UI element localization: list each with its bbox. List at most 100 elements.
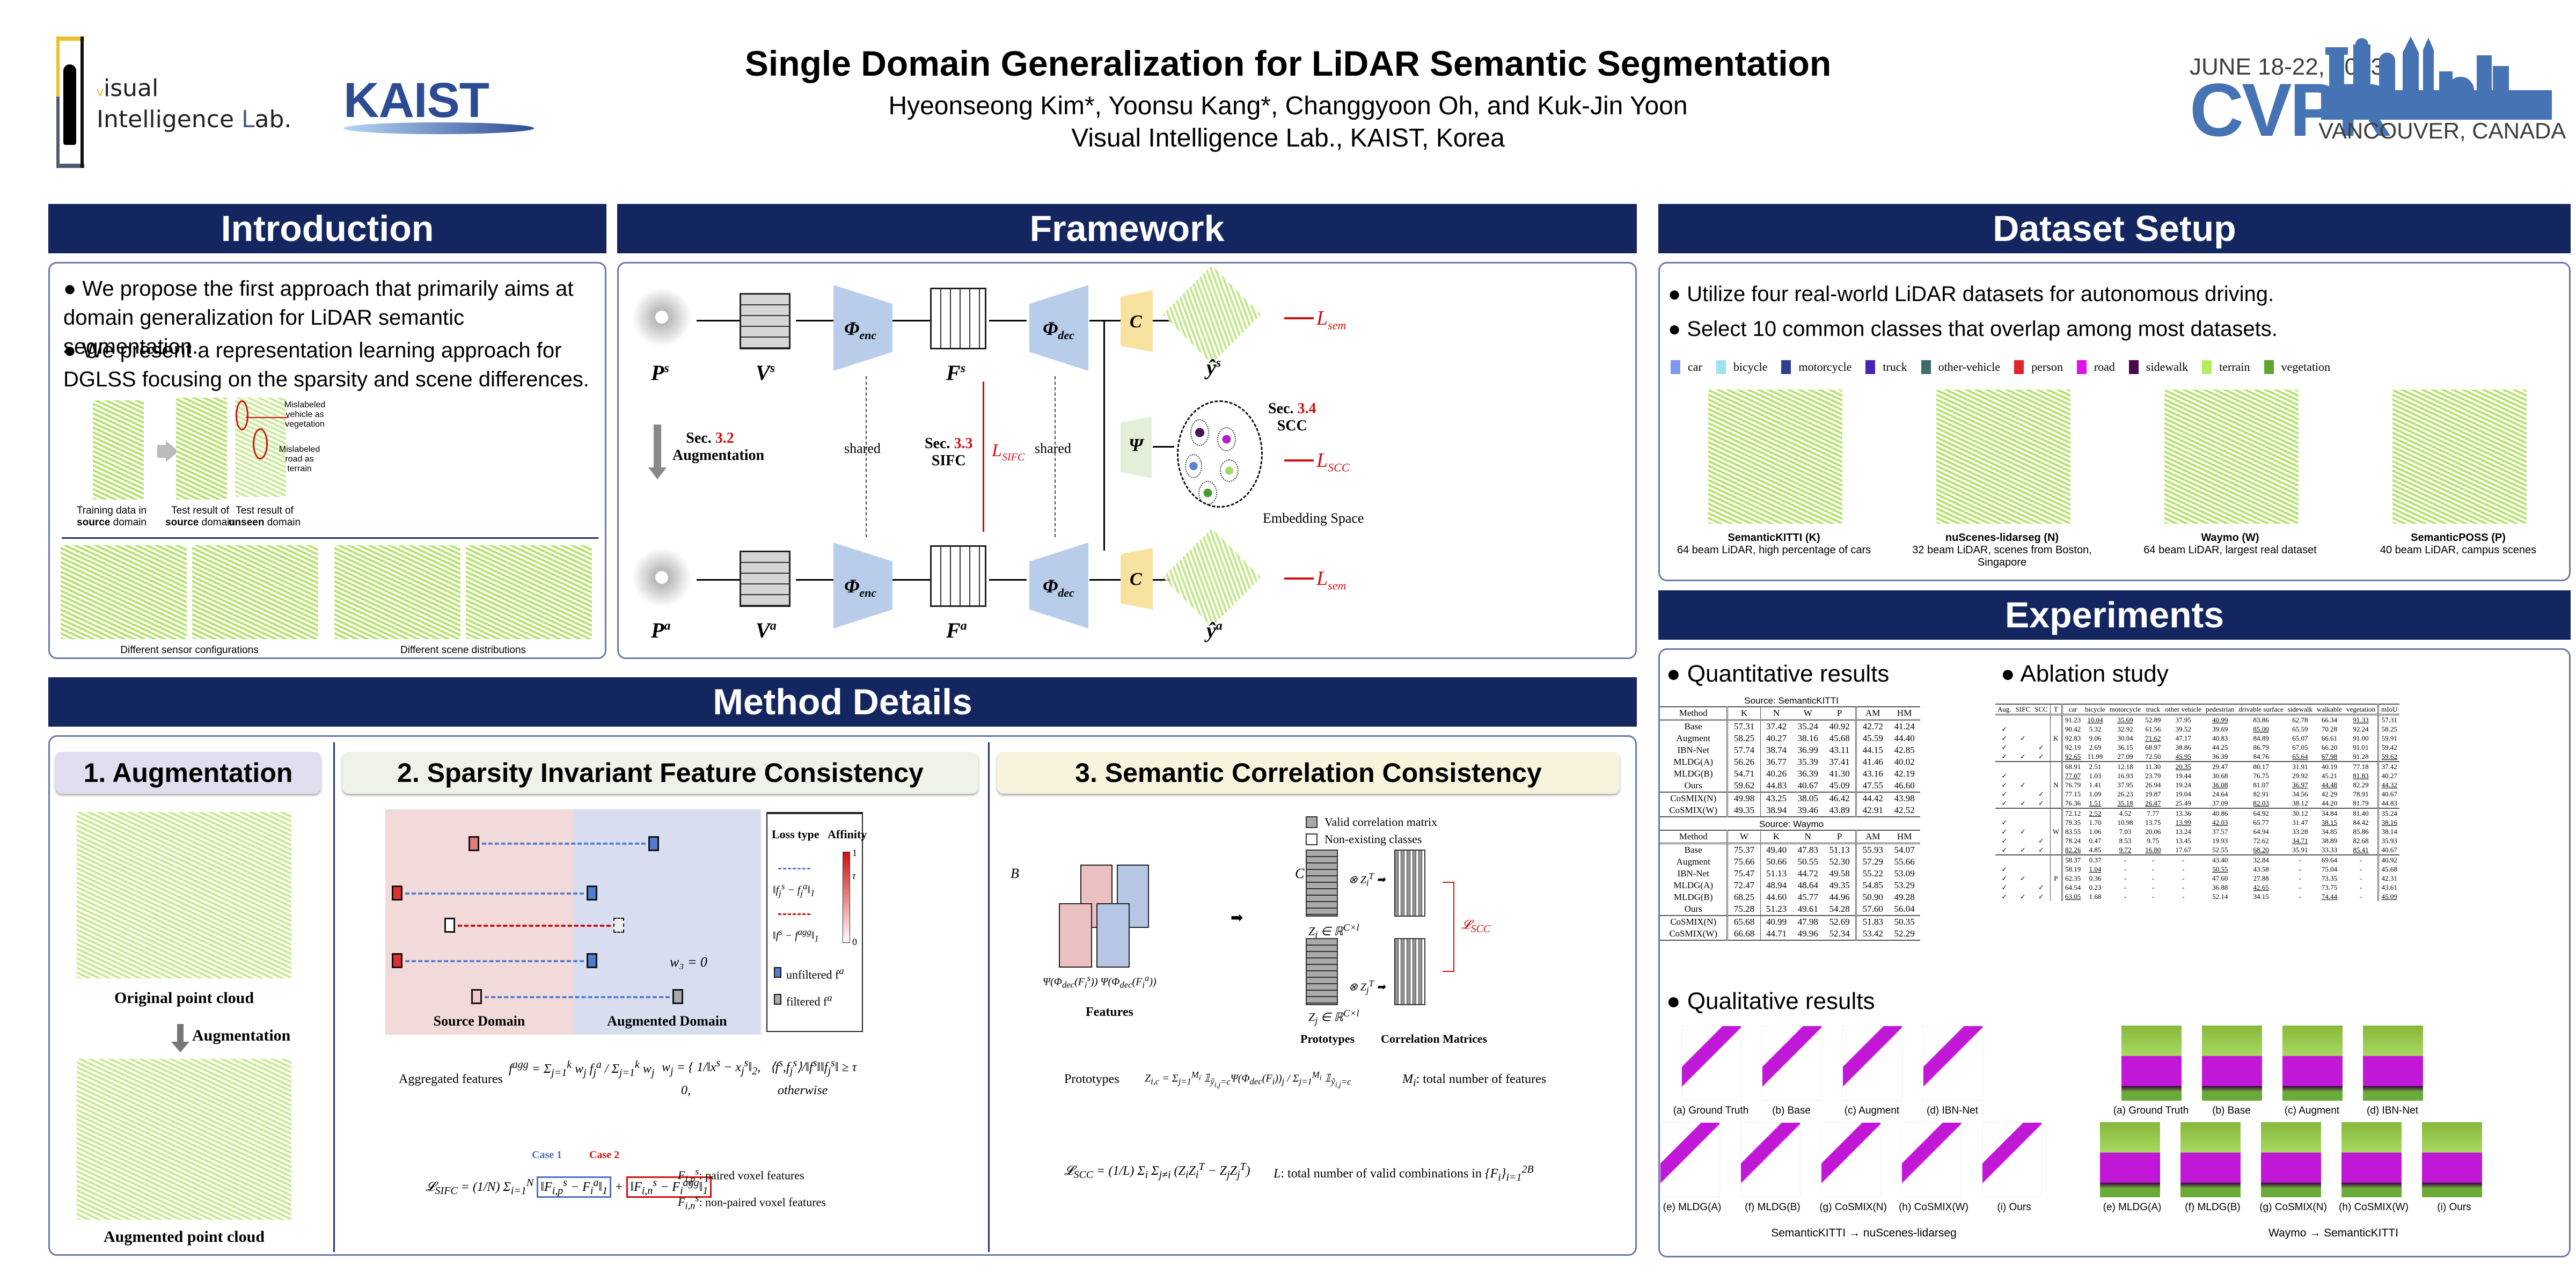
note-text: : paired voxel features	[699, 1168, 804, 1182]
down-arrow-shaft	[177, 1024, 184, 1043]
ablation-value-cell: 4.52	[2107, 808, 2143, 818]
ablation-value-cell: 40.99	[2204, 714, 2237, 724]
ablation-value-cell: -	[2299, 883, 2302, 891]
decoder-label: Φdec	[1043, 317, 1074, 342]
loss-type-label: Loss type	[772, 828, 819, 841]
qualitative-label: (e) MLDG(A)	[1663, 1202, 1722, 1213]
label-text: Sec.	[925, 435, 954, 452]
vil-logo-frame-bottom	[56, 97, 84, 168]
check-cell	[2013, 854, 2033, 865]
ablation-value-cell: 37.95	[2117, 781, 2133, 789]
value-cell: 36.77	[1760, 756, 1792, 768]
value-cell: 75.28	[1726, 903, 1761, 916]
check-cell: ✓	[2001, 725, 2008, 733]
down-arrow-icon	[648, 467, 667, 479]
label-base: L	[1316, 567, 1328, 590]
ablation-value-cell: 2.51	[2083, 761, 2107, 771]
label-base: ŷ	[1206, 618, 1216, 642]
check-cell: ✓	[2038, 892, 2044, 901]
label-base: V	[756, 361, 770, 385]
qualitative-label: (b) Base	[1772, 1105, 1811, 1116]
label-text: Augmentation	[672, 447, 765, 464]
ablation-value-cell: 29.92	[2292, 772, 2308, 780]
value-cell: 50.90	[1855, 891, 1889, 903]
ablation-value-cell: 35.93	[2377, 836, 2400, 845]
legend-text: unfiltered f	[786, 968, 839, 982]
ablation-value-cell: 84.42	[2353, 818, 2369, 826]
value-cell: 56.26	[1726, 756, 1761, 768]
ablation-value-cell: 20.06	[2145, 828, 2161, 836]
zi-label: Zi ∈ ℝC×l	[1308, 922, 1359, 940]
legend-item-vegetation: vegetation	[2264, 360, 2331, 374]
label-base: Φ	[1043, 575, 1058, 597]
method-cell: CoSMIX(N)	[1660, 792, 1728, 804]
qualitative-left: (a) Ground Truth(b) Base(c) Augment(d) I…	[1660, 1026, 2068, 1251]
qualitative-image	[2261, 1122, 2321, 1197]
feature-block-aug-front	[1096, 903, 1130, 968]
feature-formula: Ψ(Φdec(Fis)) Ψ(Φdec(Fia))	[1043, 973, 1157, 990]
ablation-value-cell: 62.78	[2285, 714, 2315, 724]
value-cell: 40.67	[1797, 780, 1818, 791]
check-cell	[2013, 808, 2033, 818]
loss-arrow	[1284, 459, 1314, 462]
mislabel-circle-1	[236, 400, 248, 430]
ablation-value-cell: 20.35	[2163, 761, 2204, 771]
embedding-space	[1177, 400, 1263, 508]
caption-bold: unseen	[228, 517, 265, 528]
ablation-value-cell: 35.24	[2377, 808, 2400, 818]
walking-person-icon	[63, 64, 76, 145]
arrow-line	[697, 320, 740, 321]
ablation-value-cell: 24.64	[2212, 790, 2228, 798]
ablation-value-cell: 58.19	[2061, 865, 2083, 874]
scene-dist-image-1	[334, 545, 460, 639]
ablation-value-cell: 8.53	[2119, 837, 2132, 845]
ablation-value-cell: 82.26	[2061, 845, 2083, 855]
ablation-value-cell: 67.98	[2321, 752, 2338, 760]
arrow-line	[796, 320, 833, 321]
projector-block	[1121, 416, 1152, 478]
augmented-point-cloud-image	[77, 1059, 291, 1220]
value-cell: 35.39	[1797, 757, 1818, 767]
legend-label: vegetation	[2281, 360, 2331, 374]
class-count-label: C	[1295, 866, 1305, 881]
qualitative-label: (d) IBN-Net	[1926, 1105, 1979, 1116]
ablation-value-cell: 36.39	[2212, 752, 2228, 760]
label-sub: sem	[1328, 579, 1346, 592]
value-cell: 47.98	[1792, 915, 1824, 928]
l-note: L: total number of valid combinations in…	[1274, 1163, 1534, 1183]
ablation-value-cell: 35.69	[2107, 714, 2143, 724]
vil-logo-bar	[80, 36, 84, 168]
qualitative-caption: SemanticKITTI → nuScenes-lidarseg	[1771, 1227, 1957, 1239]
label-ps: Ps	[651, 360, 669, 385]
voxel-grid-va	[740, 551, 791, 607]
classifier-block-top	[1121, 290, 1153, 352]
check-cell: ✓	[2019, 752, 2026, 760]
value-cell: 44.96	[1829, 892, 1850, 902]
value-cell: 56.04	[1894, 904, 1915, 914]
logo-word: isual	[104, 75, 159, 102]
qualitative-label: (h) CoSMIX(W)	[1899, 1202, 1968, 1213]
ablation-value-cell: 19.04	[2175, 790, 2191, 798]
blue-loss-arrow	[485, 996, 670, 998]
ablation-value-cell: -	[2124, 883, 2127, 891]
scc-loss-label: 𝓛SCC	[1461, 918, 1491, 935]
check-cell	[2032, 771, 2050, 780]
value-cell: 44.40	[1894, 733, 1915, 743]
ablation-value-cell: 47.60	[2212, 874, 2228, 882]
ablation-value-cell: -	[2285, 854, 2315, 865]
dataset-name: SemanticPOSS (P)	[2411, 532, 2506, 544]
ablation-value-cell: 16.93	[2117, 772, 2133, 780]
label-base: L	[992, 441, 1002, 460]
mislabel-note-road: Mislabeled road as terrain	[279, 445, 320, 473]
mislabel-note-vehicle: Mislabeled vehicle as vegetation	[284, 400, 326, 429]
legend-item-truck: truck	[1865, 360, 1907, 374]
cluster-car	[1185, 454, 1202, 478]
ablation-value-cell: 19.87	[2145, 790, 2161, 798]
ablation-value-cell: -	[2107, 854, 2143, 865]
ablation-value-cell: 64.94	[2253, 828, 2269, 836]
